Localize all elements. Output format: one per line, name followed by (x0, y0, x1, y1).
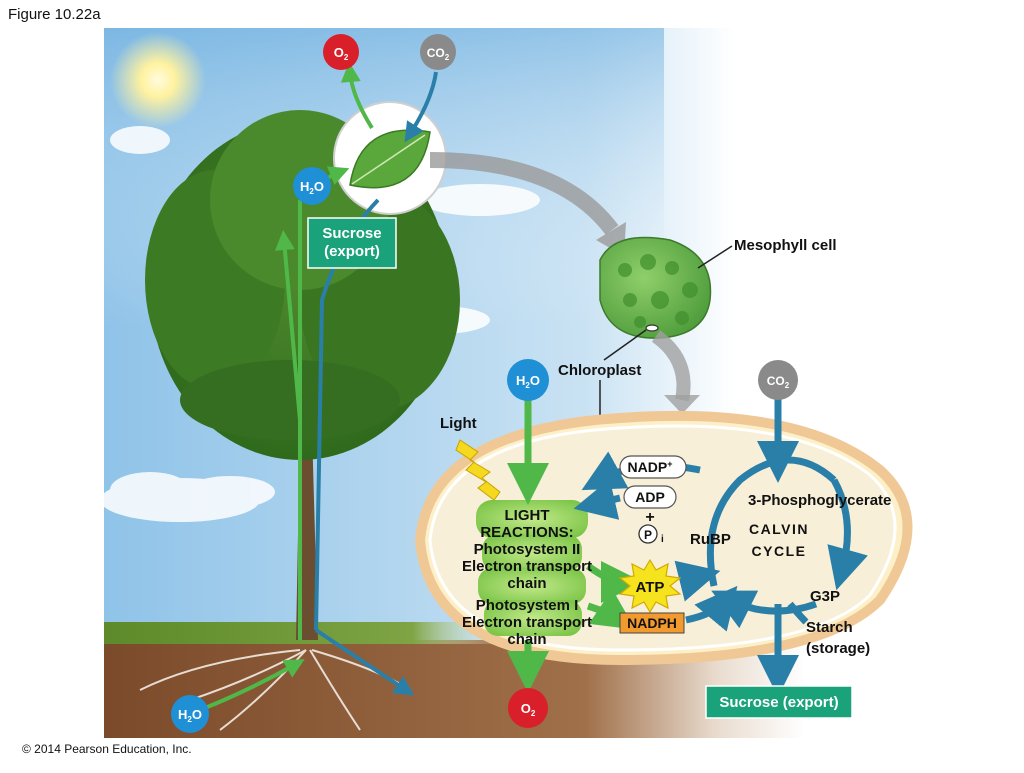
copyright-notice: © 2014 Pearson Education, Inc. (22, 742, 192, 756)
zoom-arrow-leaf (429, 152, 619, 235)
svg-text:O2: O2 (521, 701, 536, 718)
lr-line-8: chain (507, 631, 546, 648)
leaf-magnifier (333, 101, 447, 215)
calvin-text: CALVIN CYCLE RuBP 3-Phosphoglycerate G3P… (690, 492, 891, 657)
o2-chloroplast-bubble: O2 (508, 688, 548, 728)
o2-top-text: O (334, 45, 344, 60)
zoom-arrow-cell (651, 330, 691, 402)
light-bolt-icon (455, 439, 501, 501)
nadph-box: NADPH (619, 612, 685, 634)
h2o-root-text: H (178, 707, 187, 722)
atp-text: ATP (636, 579, 665, 596)
o2-top-bubble: O2 (323, 34, 359, 70)
lr-line-3: Photosystem II (474, 541, 581, 558)
lr-line-5: chain (507, 575, 546, 592)
h2o-leaf-bubble: H2O (293, 167, 331, 205)
starch-line-1: Starch (806, 619, 853, 636)
sucrose-export-text: Sucrose (export) (719, 694, 838, 711)
co2-chloroplast-bubble: CO2 (758, 360, 798, 400)
adp-plus: + (645, 509, 654, 526)
atp-star: ATP (618, 558, 682, 614)
svg-text:H2O: H2O (178, 707, 202, 724)
calvin-line-1: CALVIN (749, 521, 809, 537)
co2-chl-text: CO (767, 374, 785, 388)
pga-label: 3-Phosphoglycerate (748, 492, 891, 509)
h2o-leaf-sub: 2 (309, 187, 314, 196)
figure-title: Figure 10.22a (8, 6, 101, 23)
h2o-root-tail: O (192, 707, 202, 722)
co2-chl-sub: 2 (785, 381, 790, 390)
lr-line-6: Photosystem I (476, 597, 579, 614)
g3p-label: G3P (810, 588, 840, 605)
co2-top-text: CO (427, 46, 445, 60)
h2o-chl-tail: O (530, 373, 540, 388)
o2-chl-sub: 2 (531, 709, 536, 718)
light-green-arrows (507, 400, 643, 693)
nadp-pill: NADP+ (619, 455, 687, 479)
h2o-leaf-text: H (300, 179, 309, 194)
sucrose-plant-line1: Sucrose (322, 225, 381, 242)
lr-line-2: REACTIONS: (480, 524, 573, 541)
nadp-sup: + (667, 459, 672, 469)
co2-top-bubble: CO2 (420, 34, 456, 70)
nadp-text: NADP (628, 459, 668, 475)
zoom-arrow-cell-head (664, 395, 700, 414)
sucrose-export-box: Sucrose (export) (705, 685, 853, 719)
chloroplast-label: Chloroplast (558, 362, 641, 379)
o2-chl-text: O (521, 701, 531, 716)
starch-line-2: (storage) (806, 640, 870, 657)
adp-text: ADP (635, 489, 665, 505)
mesophyll-label: Mesophyll cell (734, 237, 837, 254)
lr-line-7: Electron transport (462, 614, 592, 631)
mesophyll-leader (697, 245, 733, 269)
svg-text:CO2: CO2 (427, 46, 450, 62)
chloroplast-leader-top (603, 329, 647, 361)
h2o-chl-sub: 2 (525, 381, 530, 390)
pi-symbol: P i (638, 524, 664, 545)
svg-text:H2O: H2O (300, 179, 324, 196)
lr-line-1: LIGHT (505, 507, 550, 524)
h2o-root-sub: 2 (187, 715, 192, 724)
calvin-line-2: CYCLE (752, 543, 807, 559)
h2o-leaf-tail: O (314, 179, 324, 194)
svg-text:NADP+: NADP+ (628, 459, 673, 475)
h2o-root-bubble: H2O (171, 695, 209, 733)
sucrose-plant-box: Sucrose (export) (307, 217, 397, 269)
light-reactions-text: LIGHT REACTIONS: Photosystem II Electron… (462, 507, 592, 648)
sun-icon (110, 32, 206, 128)
svg-text:CO2: CO2 (767, 374, 790, 390)
co2-top-sub: 2 (445, 53, 450, 62)
mesophyll-cell (599, 236, 712, 339)
svg-text:H2O: H2O (516, 373, 540, 390)
lr-line-4: Electron transport (462, 558, 592, 575)
nadph-text: NADPH (627, 615, 677, 631)
cloud-icon (100, 126, 540, 522)
light-reactions-thylakoid (476, 500, 588, 636)
rubp-label: RuBP (690, 531, 731, 548)
pi-circle-text: P (644, 528, 652, 542)
o2-top-sub: 2 (344, 53, 349, 62)
light-label: Light (440, 415, 477, 432)
adp-pill: ADP (623, 485, 677, 509)
sucrose-plant-line2: (export) (324, 243, 380, 260)
h2o-chloroplast-bubble: H2O (507, 359, 549, 401)
svg-text:O2: O2 (334, 45, 349, 62)
h2o-chl-text: H (516, 373, 525, 388)
pi-sub: i (661, 534, 664, 545)
